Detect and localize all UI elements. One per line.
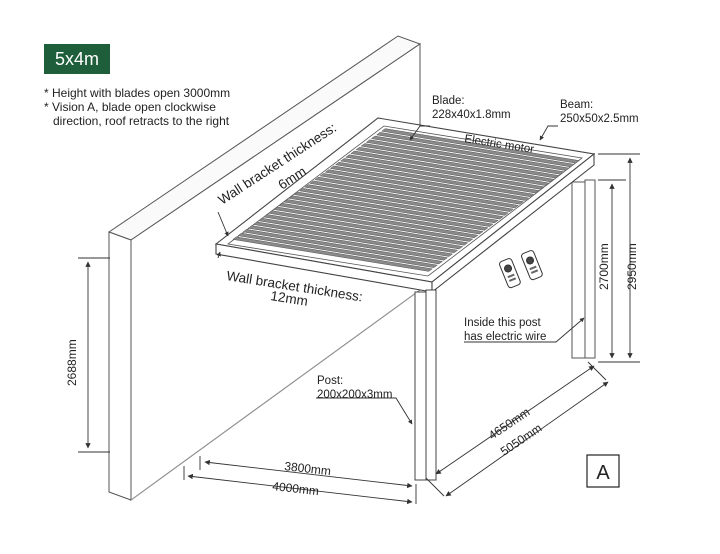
- wall-bracket-bottom-line2: 12mm: [270, 288, 309, 309]
- remote-right: [521, 250, 543, 281]
- note-vision: * Vision A, blade open clockwise: [44, 100, 216, 114]
- blade: [350, 150, 550, 186]
- blade-title: Blade:: [432, 95, 465, 107]
- vision-letter: A: [596, 462, 610, 484]
- size-badge: 5x4m: [44, 44, 110, 74]
- blade: [375, 132, 575, 168]
- beam-spec: 250x50x2.5mm: [560, 113, 639, 125]
- beam-title: Beam:: [560, 99, 593, 111]
- note-height: * Height with blades open 3000mm: [44, 86, 231, 100]
- blade: [355, 147, 555, 183]
- dim-width-inner: 3800mm: [284, 459, 332, 478]
- blade: [257, 217, 459, 253]
- blade: [304, 184, 504, 220]
- blade: [283, 199, 484, 235]
- dim-wall-height: 2688mm: [65, 339, 79, 386]
- inside-post-line2: has electric wire: [464, 331, 546, 343]
- blade: [370, 135, 570, 171]
- inside-post-line1: Inside this post: [464, 317, 542, 329]
- blade: [309, 180, 509, 216]
- blade: [324, 169, 525, 205]
- back-post: [571, 179, 596, 359]
- blade: [293, 191, 494, 227]
- blade: [247, 225, 449, 261]
- remote-left: [499, 258, 521, 289]
- dim-post-height-outer: 2950mm: [625, 243, 639, 290]
- post-spec: 200x200x3mm: [317, 389, 392, 401]
- dimension-lines: [78, 153, 640, 505]
- blade: [381, 128, 580, 164]
- blade: [237, 232, 438, 268]
- note-vision-cont: direction, roof retracts to the right: [53, 114, 230, 128]
- remote-controls: [499, 250, 543, 289]
- blade: [360, 143, 560, 179]
- leader-lines: [216, 125, 585, 425]
- vision-marker: A: [586, 454, 620, 488]
- front-post: [414, 289, 437, 481]
- post-title: Post:: [317, 375, 343, 387]
- blade: [242, 229, 444, 265]
- blade-spec: 228x40x1.8mm: [432, 109, 511, 121]
- blade: [268, 210, 469, 246]
- blade: [334, 161, 535, 197]
- ground-line: [130, 289, 421, 501]
- blade: [298, 188, 499, 224]
- blade: [314, 176, 514, 212]
- blade: [365, 139, 565, 175]
- roof-inner-edge: [227, 125, 583, 277]
- dim-width-outer: 4000mm: [272, 479, 320, 498]
- blade: [288, 195, 489, 231]
- blade: [339, 158, 540, 194]
- blade: [319, 173, 520, 209]
- blade: [232, 236, 433, 272]
- blade-group: [232, 128, 580, 272]
- blade: [329, 165, 530, 201]
- blade: [273, 206, 474, 242]
- blade: [252, 221, 454, 257]
- notes-block: * Height with blades open 3000mm * Visio…: [44, 86, 230, 128]
- blade: [345, 154, 545, 190]
- blade: [278, 203, 479, 239]
- blade: [262, 214, 464, 250]
- dim-post-height-inner: 2700mm: [597, 243, 611, 290]
